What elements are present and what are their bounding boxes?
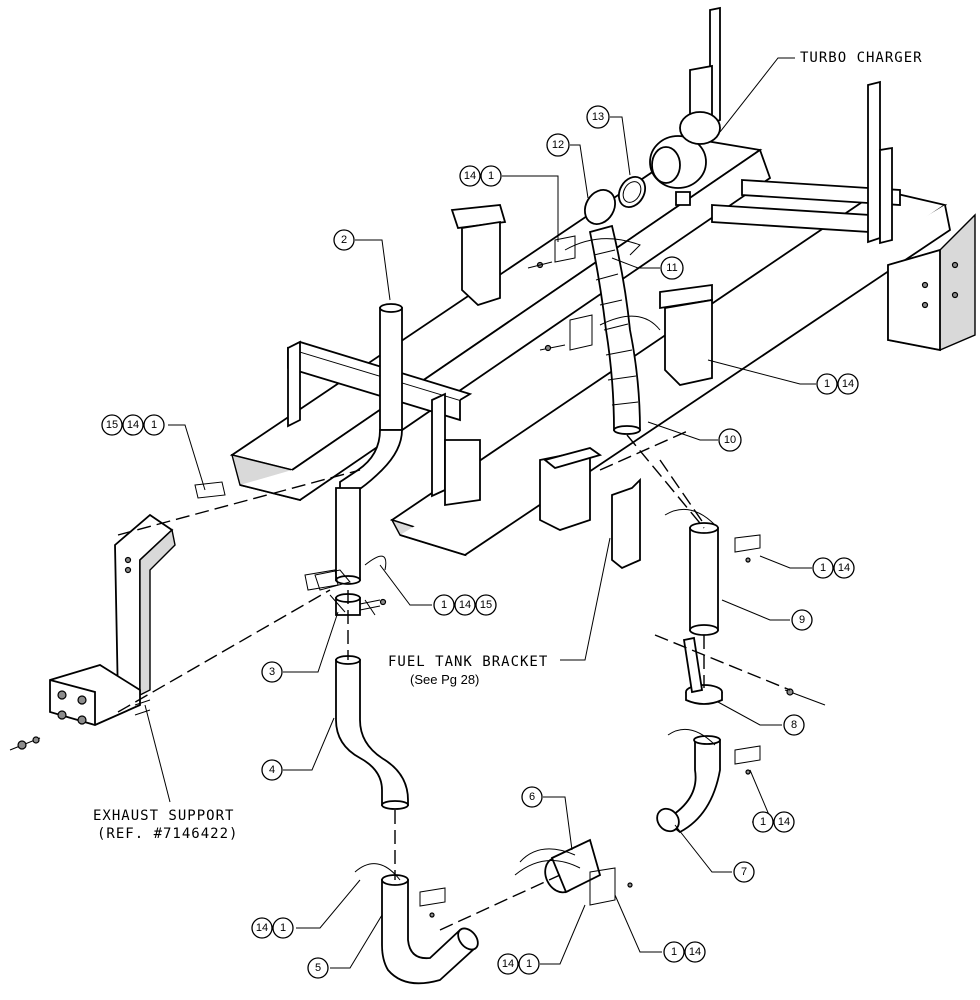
callout-1-14-right: 1 14: [812, 557, 855, 579]
callout-1-14-bottom-right: 1 14: [663, 941, 706, 963]
turbo-charger-label: TURBO CHARGER: [800, 50, 923, 66]
exhaust-support-ref: (REF. #7146422): [97, 826, 238, 842]
callout-9: 9: [791, 609, 813, 631]
svg-text:14: 14: [127, 419, 139, 431]
callout-6: 6: [521, 786, 543, 808]
clamps: [124, 235, 826, 918]
callout-1-14-upper: 1 14: [816, 373, 859, 395]
callout-1-14-15: 1 14 15: [433, 594, 497, 616]
svg-text:1: 1: [151, 419, 157, 431]
callout-14-1-top: 14 1: [459, 165, 502, 187]
svg-text:11: 11: [666, 262, 677, 274]
svg-text:12: 12: [552, 139, 564, 151]
svg-text:14: 14: [464, 170, 476, 182]
svg-text:14: 14: [502, 958, 514, 970]
svg-text:1: 1: [671, 946, 677, 958]
svg-text:14: 14: [778, 816, 790, 828]
callout-1-14-elbow: 1 14: [752, 811, 795, 833]
exhaust-support-label: EXHAUST SUPPORT: [93, 808, 234, 824]
svg-text:1: 1: [280, 922, 286, 934]
svg-text:1: 1: [526, 958, 532, 970]
callout-3: 3: [261, 661, 283, 683]
svg-text:8: 8: [791, 719, 797, 731]
svg-text:14: 14: [689, 946, 701, 958]
fuel-tank-bracket-ref: (See Pg 28): [410, 672, 479, 687]
callout-10: 10: [718, 428, 742, 452]
svg-text:6: 6: [529, 791, 535, 803]
callout-12: 12: [546, 133, 570, 157]
chassis-frame: [229, 6, 976, 570]
svg-text:1: 1: [760, 816, 766, 828]
svg-text:1: 1: [820, 562, 826, 574]
fuel-tank-bracket-label: FUEL TANK BRACKET: [388, 654, 548, 670]
svg-text:15: 15: [106, 419, 118, 431]
callout-13: 13: [586, 105, 610, 129]
callout-4: 4: [261, 759, 283, 781]
text-labels: TURBO CHARGER FUEL TANK BRACKET (See Pg …: [93, 50, 923, 842]
svg-text:10: 10: [724, 434, 736, 446]
callout-5: 5: [307, 957, 329, 979]
callout-bubbles: 2 3 4 5 6 7 8 9 10 11 12: [101, 105, 859, 979]
assembly-lines: [117, 429, 791, 931]
callout-14-1-bottom-mid: 14 1: [497, 953, 540, 975]
svg-text:13: 13: [592, 111, 604, 123]
svg-text:1: 1: [824, 378, 830, 390]
svg-text:14: 14: [459, 599, 471, 611]
callout-8: 8: [783, 714, 805, 736]
svg-text:15: 15: [480, 599, 492, 611]
svg-text:14: 14: [842, 378, 854, 390]
svg-text:5: 5: [315, 962, 321, 974]
callout-2: 2: [333, 229, 355, 251]
svg-text:1: 1: [441, 599, 447, 611]
svg-text:14: 14: [256, 922, 268, 934]
svg-text:2: 2: [341, 234, 347, 246]
callout-7: 7: [733, 861, 755, 883]
callout-11: 11: [660, 256, 684, 280]
callout-15-14-1: 15 14 1: [101, 414, 165, 436]
svg-text:3: 3: [269, 666, 275, 678]
svg-text:9: 9: [799, 614, 805, 626]
svg-text:4: 4: [269, 764, 275, 776]
callout-14-1-bottom-left: 14 1: [251, 917, 294, 939]
exhaust-support-bracket: [9, 513, 176, 751]
svg-text:14: 14: [838, 562, 850, 574]
svg-text:7: 7: [741, 866, 747, 878]
svg-text:1: 1: [488, 170, 494, 182]
